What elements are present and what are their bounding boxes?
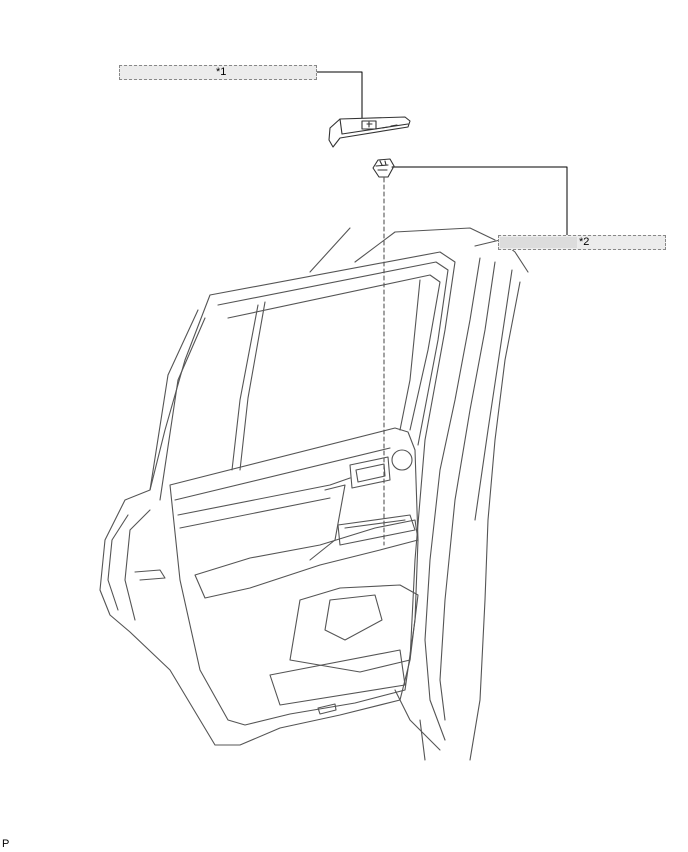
callout-text-1: *1	[216, 66, 227, 78]
leader-line-2	[391, 166, 568, 236]
figure-code: P	[2, 838, 10, 850]
callout-label-1: *1	[119, 65, 317, 80]
body-frame	[309, 227, 529, 761]
door-outer	[99, 251, 456, 746]
leader-line-1	[316, 71, 363, 119]
switch-bezel-part	[328, 116, 411, 148]
callout-text-2: *2	[579, 236, 590, 248]
door-trim-panel	[134, 427, 419, 726]
window-glass	[231, 279, 421, 471]
leader-lines	[316, 71, 568, 236]
callout-label-2: *2	[498, 235, 666, 250]
window-switch-part	[372, 158, 395, 178]
callout-highlight	[500, 237, 577, 248]
